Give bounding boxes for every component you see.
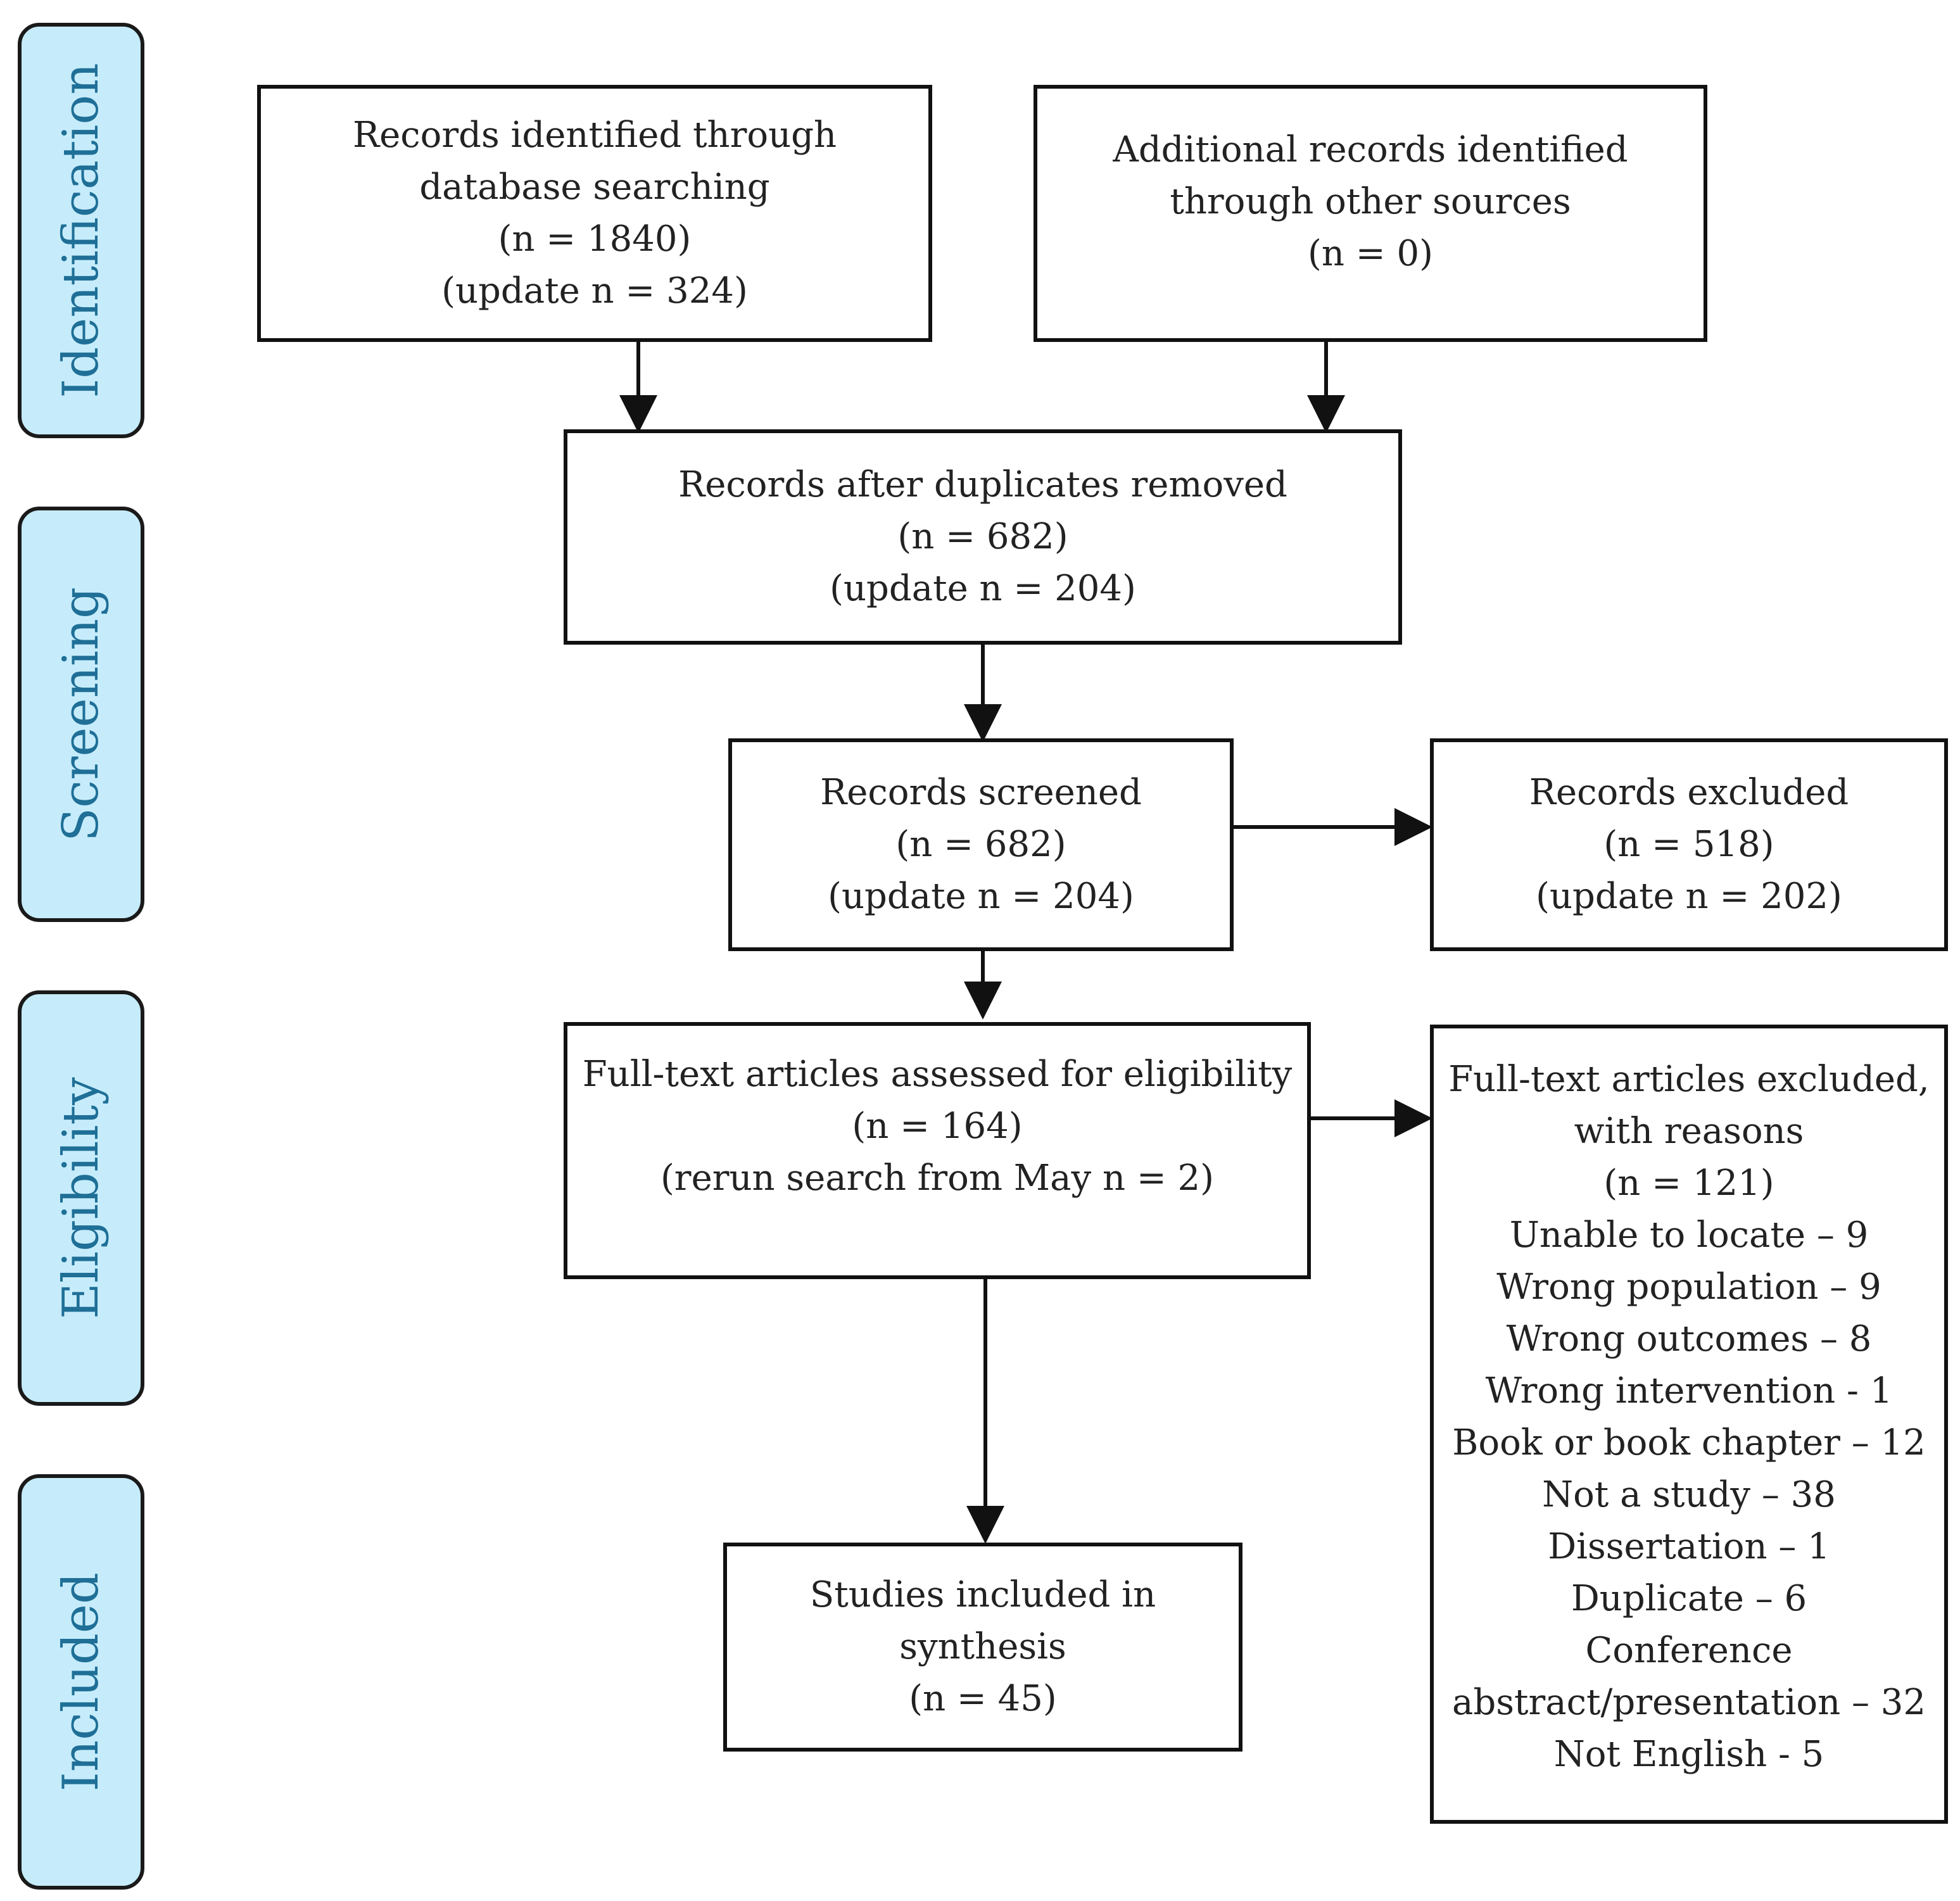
fulltext-excluded-line-5: Wrong population – 9	[1496, 1266, 1881, 1308]
screened-line-1: Records screened	[820, 772, 1142, 813]
duplicates-line-2: (n = 682)	[897, 516, 1068, 557]
box-records-screened: Records screened (n = 682) (update n = 2…	[728, 738, 1234, 951]
database-search-line-1: Records identified through	[352, 115, 837, 156]
fulltext-excluded-line-14: Not English - 5	[1553, 1734, 1824, 1775]
fulltext-excluded-line-1: Full-text articles excluded,	[1448, 1059, 1930, 1100]
fulltext-excluded-line-7: Wrong intervention - 1	[1485, 1370, 1893, 1412]
duplicates-line-3: (update n = 204)	[830, 568, 1136, 609]
box-records-excluded: Records excluded (n = 518) (update n = 2…	[1430, 738, 1948, 951]
other-sources-line-3: (n = 0)	[1308, 233, 1433, 274]
duplicates-line-1: Records after duplicates removed	[678, 464, 1287, 505]
fulltext-excluded-line-10: Dissertation – 1	[1548, 1526, 1830, 1567]
fulltext-line-1: Full-text articles assessed for eligibil…	[582, 1054, 1293, 1095]
other-sources-line-2: through other sources	[1170, 181, 1571, 222]
database-search-line-3: (n = 1840)	[498, 218, 692, 260]
screened-line-3: (update n = 204)	[828, 876, 1134, 917]
box-other-sources: Additional records identified through ot…	[1034, 85, 1707, 342]
database-search-line-4: (update n = 324)	[441, 270, 748, 312]
fulltext-excluded-line-12: Conference	[1585, 1630, 1793, 1671]
excluded-line-2: (n = 518)	[1603, 824, 1774, 865]
fulltext-line-3: (rerun search from May n = 2)	[660, 1158, 1215, 1199]
fulltext-excluded-line-4: Unable to locate – 9	[1509, 1215, 1869, 1256]
box-full-text-excluded: Full-text articles excluded, with reason…	[1430, 1025, 1948, 1824]
fulltext-excluded-line-2: with reasons	[1574, 1111, 1804, 1152]
phase-eligibility: Eligibility	[18, 990, 144, 1406]
box-duplicates-removed: Records after duplicates removed (n = 68…	[564, 429, 1402, 645]
excluded-line-1: Records excluded	[1529, 772, 1849, 813]
fulltext-excluded-line-8: Book or book chapter – 12	[1452, 1422, 1926, 1463]
database-search-line-2: database searching	[419, 167, 770, 208]
fulltext-excluded-line-6: Wrong outcomes – 8	[1506, 1318, 1872, 1360]
included-line-1: Studies included in	[809, 1574, 1156, 1615]
included-line-2: synthesis	[899, 1626, 1066, 1667]
screened-line-2: (n = 682)	[895, 824, 1066, 865]
phase-identification: Identification	[18, 23, 144, 438]
box-included-synthesis: Studies included in synthesis (n = 45)	[723, 1543, 1242, 1752]
phase-screening: Screening	[18, 507, 144, 922]
fulltext-excluded-line-13: abstract/presentation – 32	[1451, 1682, 1926, 1723]
other-sources-line-1: Additional records identified	[1113, 129, 1628, 170]
box-database-search: Records identified through database sear…	[257, 85, 932, 342]
phase-included: Included	[18, 1474, 144, 1890]
fulltext-excluded-line-9: Not a study – 38	[1542, 1474, 1836, 1515]
fulltext-excluded-line-3: (n = 121)	[1603, 1163, 1774, 1204]
fulltext-line-2: (n = 164)	[852, 1106, 1023, 1147]
fulltext-excluded-line-11: Duplicate – 6	[1571, 1578, 1807, 1619]
box-full-text-assessed: Full-text articles assessed for eligibil…	[564, 1022, 1311, 1279]
excluded-line-3: (update n = 202)	[1536, 876, 1842, 917]
included-line-3: (n = 45)	[909, 1678, 1057, 1719]
